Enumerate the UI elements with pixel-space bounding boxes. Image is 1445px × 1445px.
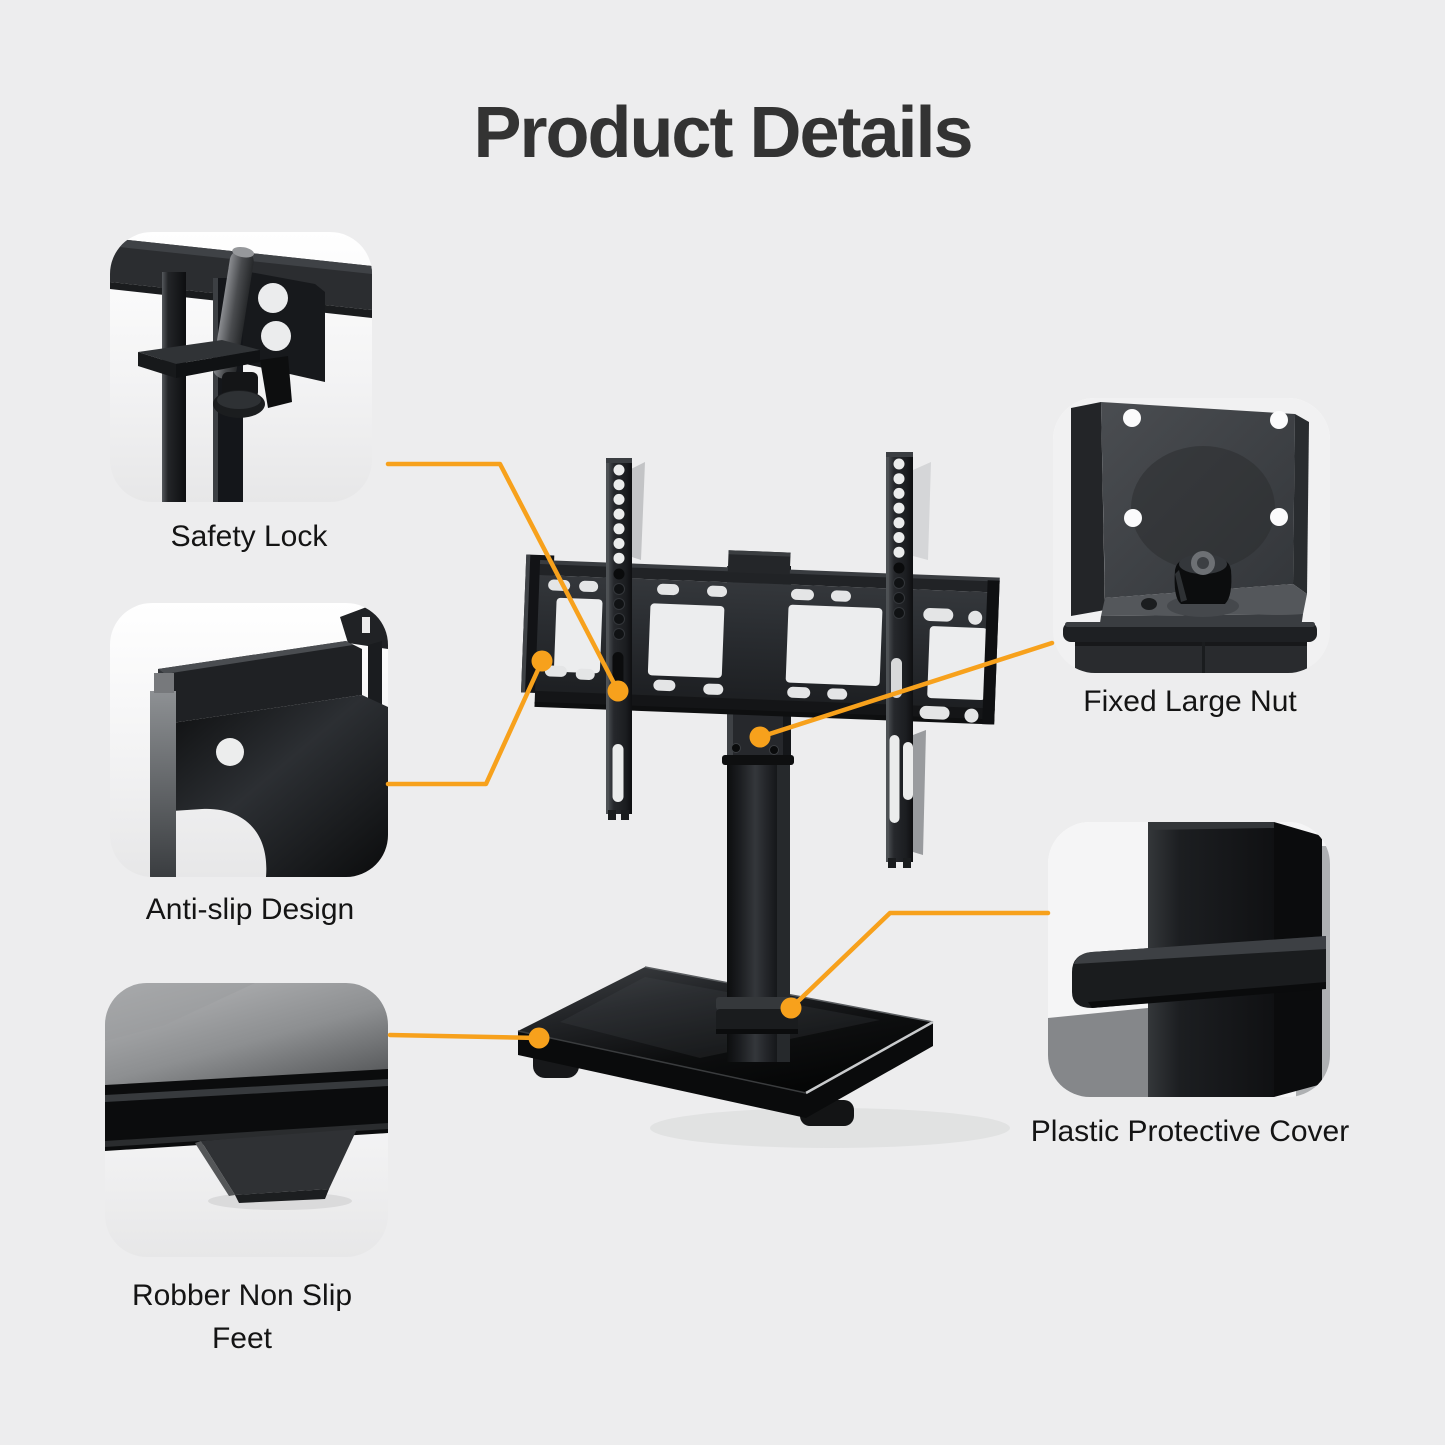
floor-shadow (650, 1108, 1010, 1148)
page-title: Product Details (473, 93, 973, 173)
callout-dot-fixed-nut (749, 726, 771, 748)
safety-lock-photo (110, 238, 372, 502)
plastic-cover-collar (716, 997, 798, 1010)
callout-lines (385, 461, 1055, 1041)
feature-card-fixed-nut (1053, 398, 1330, 673)
plastic-cover-photo (1048, 822, 1330, 1097)
feature-card-anti-slip (110, 603, 388, 877)
right-vesa-rail (886, 452, 931, 868)
callout-line-plastic-cover (788, 910, 1051, 1011)
left-vesa-rail (606, 458, 645, 820)
feature-card-safety-lock (110, 232, 372, 502)
glass-base (517, 966, 934, 1126)
feature-card-non-slip-feet (105, 983, 388, 1257)
anti-slip-photo (150, 605, 388, 877)
fixed-nut-photo (1053, 398, 1330, 673)
feature-card-plastic-cover (1048, 822, 1330, 1097)
callout-line-anti-slip (385, 658, 545, 787)
non-slip-feet-photo (105, 983, 388, 1210)
feature-label-safety-lock: Safety Lock (170, 520, 328, 553)
feature-label-anti-slip: Anti-slip Design (145, 893, 355, 926)
callout-dots (528, 650, 802, 1049)
callout-line-safety-lock (385, 461, 621, 694)
feature-label-fixed-nut: Fixed Large Nut (1083, 685, 1297, 718)
callout-dot-plastic-cover (780, 997, 802, 1019)
center-column (716, 566, 798, 1062)
callout-dot-non-slip-feet (528, 1027, 550, 1049)
feature-label-non-slip-feet: Robber Non Slip Feet (131, 1279, 353, 1355)
callout-dot-anti-slip (531, 650, 553, 672)
callout-line-non-slip-feet (387, 1032, 542, 1041)
feature-label-plastic-cover: Plastic Protective Cover (1030, 1115, 1350, 1148)
callout-line-fixed-nut (757, 640, 1055, 740)
anti-slip-end-cap (521, 554, 555, 694)
callout-dot-safety-lock (607, 680, 629, 702)
wall-plate (521, 550, 1000, 725)
